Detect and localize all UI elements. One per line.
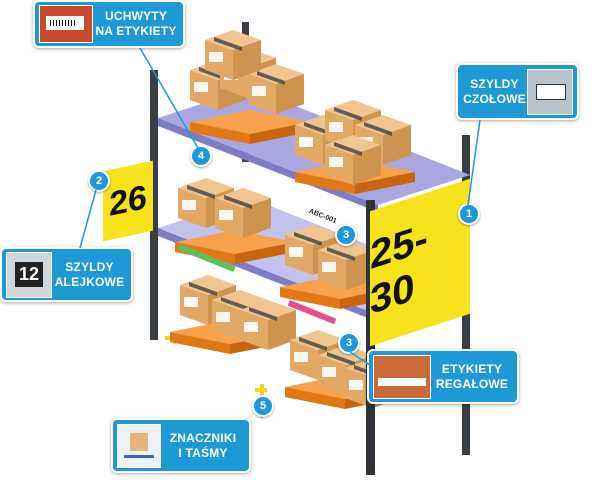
- shelf-label-icon: [373, 354, 431, 399]
- badge-5[interactable]: 5: [252, 395, 274, 417]
- callout-aisle-signs-line2: ALEJKOWE: [54, 274, 125, 289]
- callout-shelf-labels[interactable]: ETYKIETY REGAŁOWE: [367, 349, 519, 404]
- aisle-sign-26: 26: [103, 160, 153, 242]
- callout-front-signs[interactable]: SZYLDY CZOŁOWE: [456, 63, 579, 120]
- callout-shelf-labels-line2: REGAŁOWE: [435, 376, 509, 391]
- badge-2[interactable]: 2: [88, 170, 110, 192]
- aisle-sign-thumb-number: 12: [14, 262, 44, 287]
- badge-4[interactable]: 4: [190, 145, 212, 167]
- callout-aisle-signs-line1: SZYLDY: [65, 259, 114, 274]
- callout-label-holders[interactable]: UCHWYTY NA ETYKIETY: [33, 0, 185, 48]
- callout-aisle-signs[interactable]: 12 SZYLDY ALEJKOWE: [0, 247, 133, 302]
- callout-front-signs-line2: CZOŁOWE: [463, 91, 526, 106]
- badge-3-lower[interactable]: 3: [338, 332, 360, 354]
- callout-floor-markers[interactable]: ZNACZNIKI I TAŚMY: [111, 418, 251, 473]
- badge-3-upper[interactable]: 3: [335, 224, 357, 246]
- callout-shelf-labels-line1: ETYKIETY: [441, 361, 503, 376]
- floor-marker-icon: [117, 423, 161, 468]
- warehouse-sign-icon: [527, 68, 573, 115]
- callout-label-holders-line2: NA ETYKIETY: [95, 24, 177, 38]
- callout-label-holders-line1: UCHWYTY: [104, 9, 168, 23]
- badge-1[interactable]: 1: [458, 203, 480, 225]
- callout-front-signs-line1: SZYLDY: [470, 76, 519, 91]
- callout-floor-markers-line2: I TAŚMY: [178, 445, 228, 460]
- aisle-sign-icon: 12: [6, 251, 52, 298]
- label-holder-icon: [39, 5, 93, 43]
- callout-floor-markers-line1: ZNACZNIKI: [169, 430, 237, 445]
